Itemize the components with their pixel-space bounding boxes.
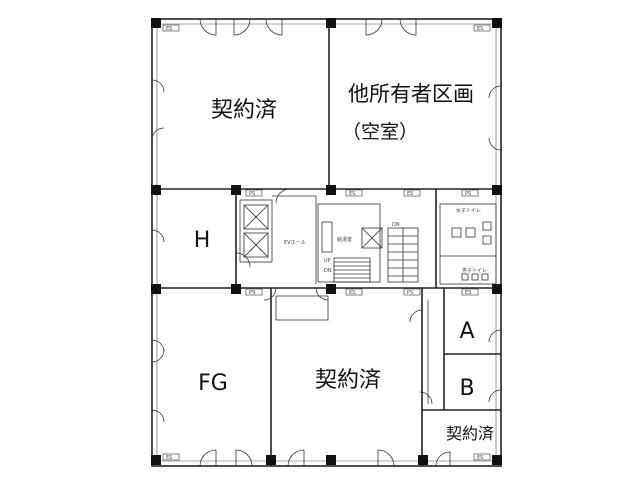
womens-restroom-label: 女子トイレ (456, 207, 481, 214)
kitchenette (321, 221, 333, 253)
svg-text:UP: UP (324, 258, 331, 264)
elevator-2 (243, 232, 269, 258)
corridor-box (275, 295, 329, 321)
room-label-bottom-right: 契約済 (446, 424, 494, 443)
stair-1 (333, 257, 371, 283)
svg-text:DN: DN (324, 268, 332, 274)
svg-text:ES: ES (477, 455, 483, 461)
ev-hall-label: EVホール (284, 240, 306, 246)
svg-text:PS: PS (407, 290, 413, 296)
svg-text:ES: ES (465, 290, 471, 296)
mens-restroom-label: 男子トイレ (462, 267, 487, 274)
structural-columns (151, 18, 502, 465)
room-label-top-right-status: （空室） (342, 121, 418, 143)
svg-text:ES: ES (349, 191, 355, 197)
room-label-fg: FG (198, 371, 228, 396)
svg-text:ES: ES (349, 290, 355, 296)
stair-2 (387, 227, 419, 283)
room-label-a: A (459, 319, 474, 344)
elevator-1 (243, 204, 269, 230)
kitchen-label: 給湯室 (337, 236, 352, 243)
svg-text:DN: DN (392, 222, 400, 228)
room-label-b: B (459, 376, 474, 401)
ps-es-markers: ES ES PS ES ES PS PS ES PS ES ES ES (162, 24, 491, 461)
svg-text:PS: PS (465, 191, 471, 197)
elevator-3 (361, 227, 383, 249)
svg-text:PS: PS (249, 290, 255, 296)
room-label-bottom-center: 契約済 (315, 368, 381, 393)
svg-text:ES: ES (407, 191, 413, 197)
svg-text:ES: ES (166, 455, 172, 461)
svg-text:ES: ES (166, 26, 172, 32)
room-label-top-left: 契約済 (211, 98, 277, 123)
room-label-h: H (194, 228, 211, 253)
door-swings (151, 18, 502, 467)
svg-text:PS: PS (249, 191, 255, 197)
svg-text:ES: ES (477, 26, 483, 32)
room-label-top-right: 他所有者区画 (348, 82, 474, 106)
